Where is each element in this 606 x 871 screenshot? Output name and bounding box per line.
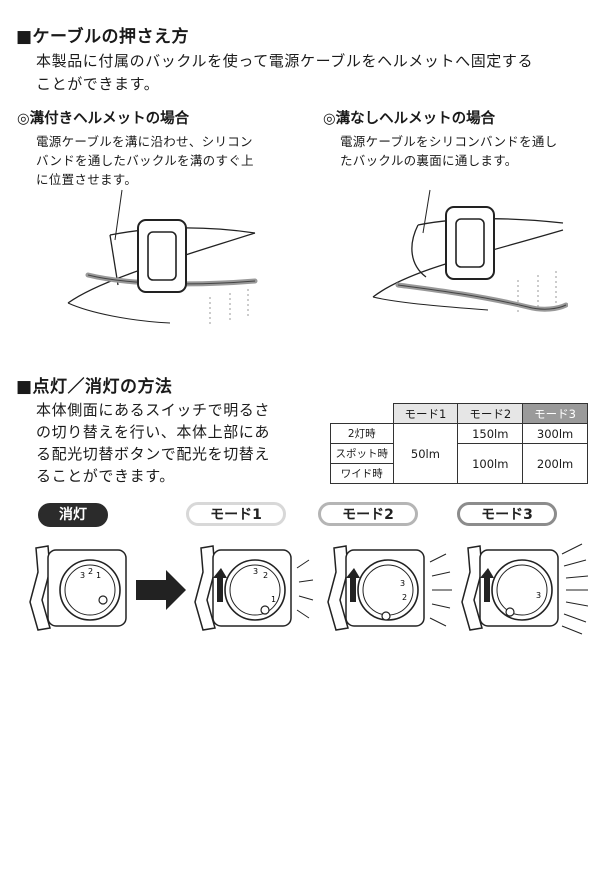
table-cell: 200lm <box>522 443 588 484</box>
dial-number: 2 <box>88 567 93 576</box>
ungrooved-line: 電源ケーブルをシリコンバンドを通し <box>340 134 558 149</box>
light-rays-icon <box>296 559 314 619</box>
lighting-section-heading: ■点灯／消灯の方法 <box>16 377 173 397</box>
dial-number: 3 <box>536 591 541 600</box>
grooved-line: バンドを通したバックルを溝のすぐ上 <box>36 153 254 168</box>
mode-switch-illustrations: 1 2 3 3 2 1 3 2 3 <box>29 543 588 635</box>
dial-indicator <box>260 605 270 615</box>
lighting-line: 本体側面にあるスイッチで明るさ <box>36 401 271 419</box>
table-row-label: スポット時 <box>330 443 394 464</box>
cable-intro-line: ことができます。 <box>36 75 160 93</box>
device-mode3: 3 <box>461 543 588 635</box>
grooved-helmet-text: 電源ケーブルを溝に沿わせ、シリコン バンドを通したバックルを溝のすぐ上 に位置さ… <box>36 132 254 189</box>
cable-intro-text: 本製品に付属のバックルを使って電源ケーブルをヘルメットへ固定する ことができます… <box>36 50 533 96</box>
lighting-description: 本体側面にあるスイッチで明るさ の切り替えを行い、本体上部にあ る配光切替ボタン… <box>36 399 318 487</box>
table-row-label: 2灯時 <box>330 423 394 444</box>
dial-indicator <box>505 607 515 617</box>
table-corner <box>330 403 394 424</box>
table-header-mode3: モード3 <box>522 403 588 424</box>
lighting-line: の切り替えを行い、本体上部にあ <box>36 423 271 441</box>
table-cell: 100lm <box>457 443 524 484</box>
ungrooved-helmet-illustration <box>372 189 568 315</box>
dial-number: 1 <box>271 595 276 604</box>
dial-number: 3 <box>253 567 258 576</box>
grooved-helmet-heading: ◎溝付きヘルメットの場合 <box>17 111 190 127</box>
table-cell-mode1: 50lm <box>392 423 459 484</box>
dial-number: 3 <box>80 571 85 580</box>
arrow-right-icon <box>136 570 186 610</box>
light-rays-icon <box>561 543 588 635</box>
table-header-mode2: モード2 <box>457 403 524 424</box>
dial-number: 3 <box>400 579 405 588</box>
device-mode1: 3 2 1 <box>194 545 314 631</box>
mode-label-off: 消灯 <box>38 503 108 527</box>
mode-label-mode2: モード2 <box>318 502 418 526</box>
dial-indicator <box>381 611 391 621</box>
mode-label-mode1: モード1 <box>186 502 286 526</box>
ungrooved-helmet-heading: ◎溝なしヘルメットの場合 <box>323 111 496 127</box>
dial-number: 1 <box>96 571 101 580</box>
lighting-line: ることができます。 <box>36 467 175 485</box>
ungrooved-line: たバックルの裏面に通します。 <box>340 153 518 168</box>
lighting-line: る配光切替ボタンで配光を切替え <box>36 445 271 463</box>
table-header-mode1: モード1 <box>392 403 459 424</box>
grooved-line: 電源ケーブルを溝に沿わせ、シリコン <box>36 134 253 149</box>
dial-indicator <box>98 595 108 605</box>
mode-label-mode3: モード3 <box>457 502 557 526</box>
grooved-line: に位置させます。 <box>36 172 138 187</box>
rotate-arrow-icon <box>213 568 227 602</box>
device-off: 1 2 3 <box>29 545 127 631</box>
rotate-arrow-icon <box>480 568 494 602</box>
grooved-helmet-illustration <box>67 189 258 325</box>
cable-intro-line: 本製品に付属のバックルを使って電源ケーブルをヘルメットへ固定する <box>36 52 534 70</box>
device-mode2: 3 2 <box>327 545 452 631</box>
dial-number: 2 <box>263 571 268 580</box>
dial-number: 2 <box>402 593 407 602</box>
brightness-table: モード1 モード2 モード3 2灯時 50lm 150lm 300lm スポット… <box>330 403 588 484</box>
buckle-icon <box>137 219 187 293</box>
table-row-label: ワイド時 <box>330 463 394 484</box>
buckle-icon <box>445 206 495 280</box>
table-cell: 300lm <box>522 423 588 444</box>
cable-section-heading: ■ケーブルの押さえ方 <box>16 27 190 47</box>
table-cell: 150lm <box>457 423 524 444</box>
ungrooved-helmet-text: 電源ケーブルをシリコンバンドを通し たバックルの裏面に通します。 <box>340 132 557 170</box>
rotate-arrow-icon <box>346 568 360 602</box>
light-rays-icon <box>429 553 452 627</box>
